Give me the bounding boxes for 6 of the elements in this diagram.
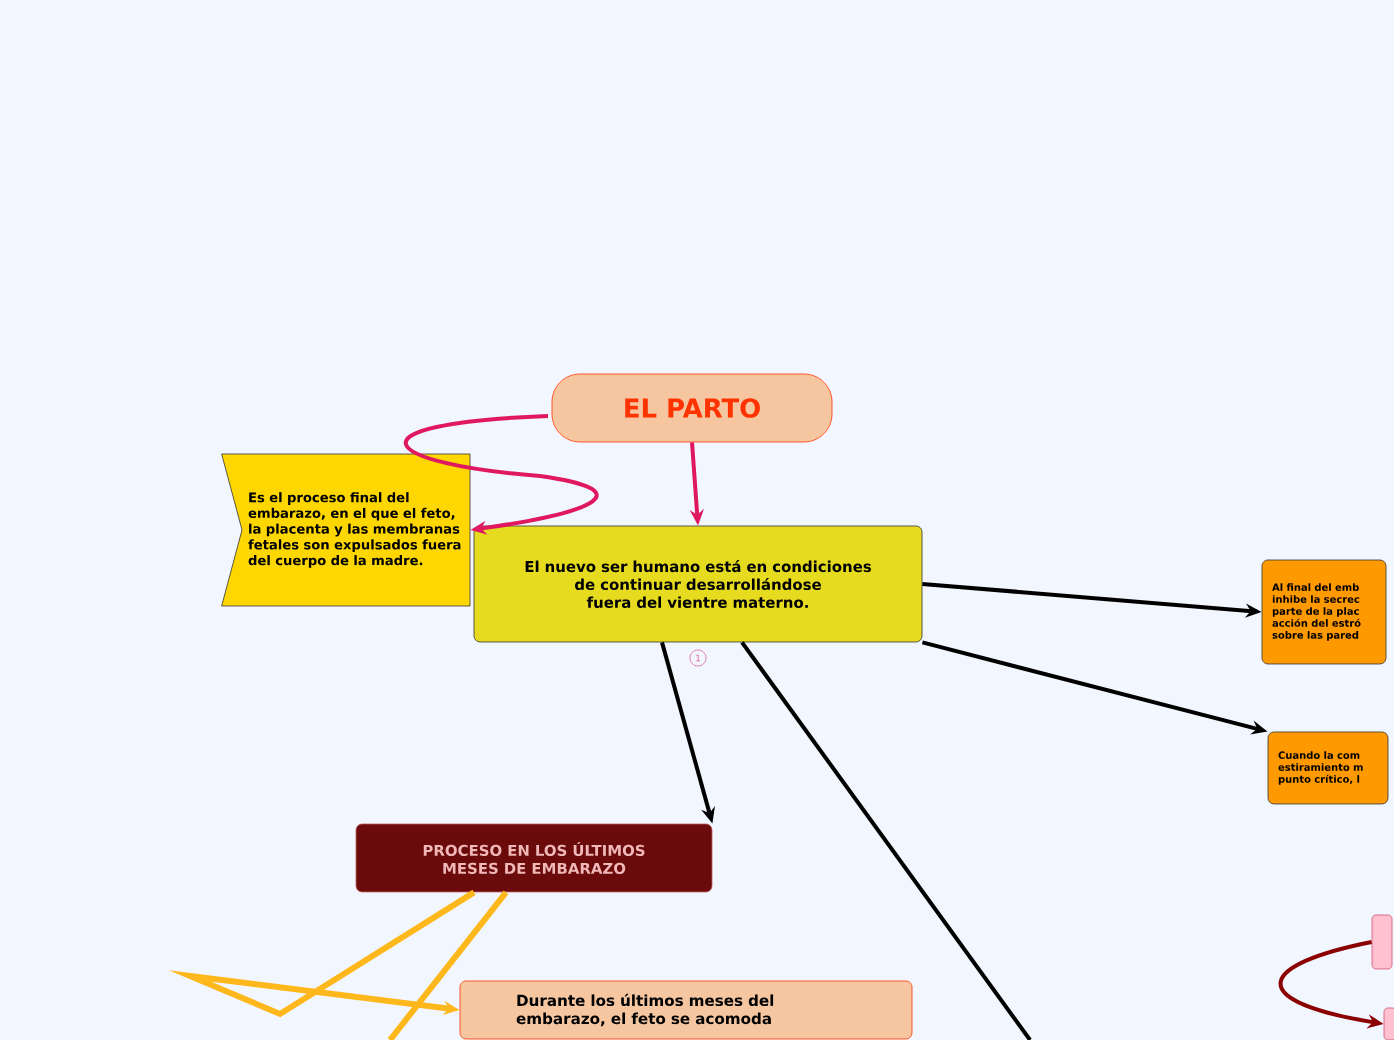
topic-box — [1371, 914, 1393, 970]
arrow — [404, 414, 598, 535]
connector — [740, 641, 1032, 1040]
topic-box — [1383, 1007, 1394, 1040]
connector — [387, 890, 509, 1040]
title-box: EL PARTO — [551, 373, 833, 443]
